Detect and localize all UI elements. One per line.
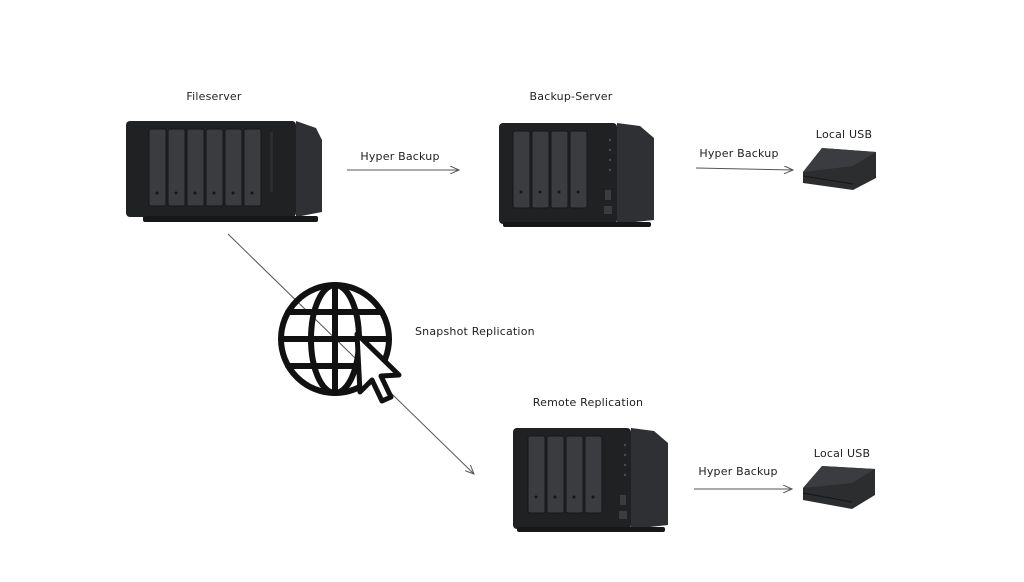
edge-label-fileserver-remote: Snapshot Replication [415,325,535,338]
remote-replication-label: Remote Replication [532,396,644,409]
backup-server-label: Backup-Server [529,90,613,103]
backup-server-device [499,123,654,227]
fileserver-device [126,121,322,222]
arrow-fileserver-to-remote [227,233,474,474]
local-usb-2-label: Local USB [813,447,871,460]
local-usb-1-label: Local USB [815,128,873,141]
arrow-backup-to-usb-1 [695,168,793,170]
cursor-arrow-icon [354,331,402,404]
local-usb-drive-1 [802,148,876,190]
edge-label-remote-usb: Hyper Backup [698,465,778,478]
remote-replication-device [513,428,668,532]
local-usb-drive-2 [802,466,875,509]
edge-label-fileserver-backup: Hyper Backup [360,150,440,163]
fileserver-label: Fileserver [186,90,242,103]
edge-label-backup-usb: Hyper Backup [699,147,779,160]
